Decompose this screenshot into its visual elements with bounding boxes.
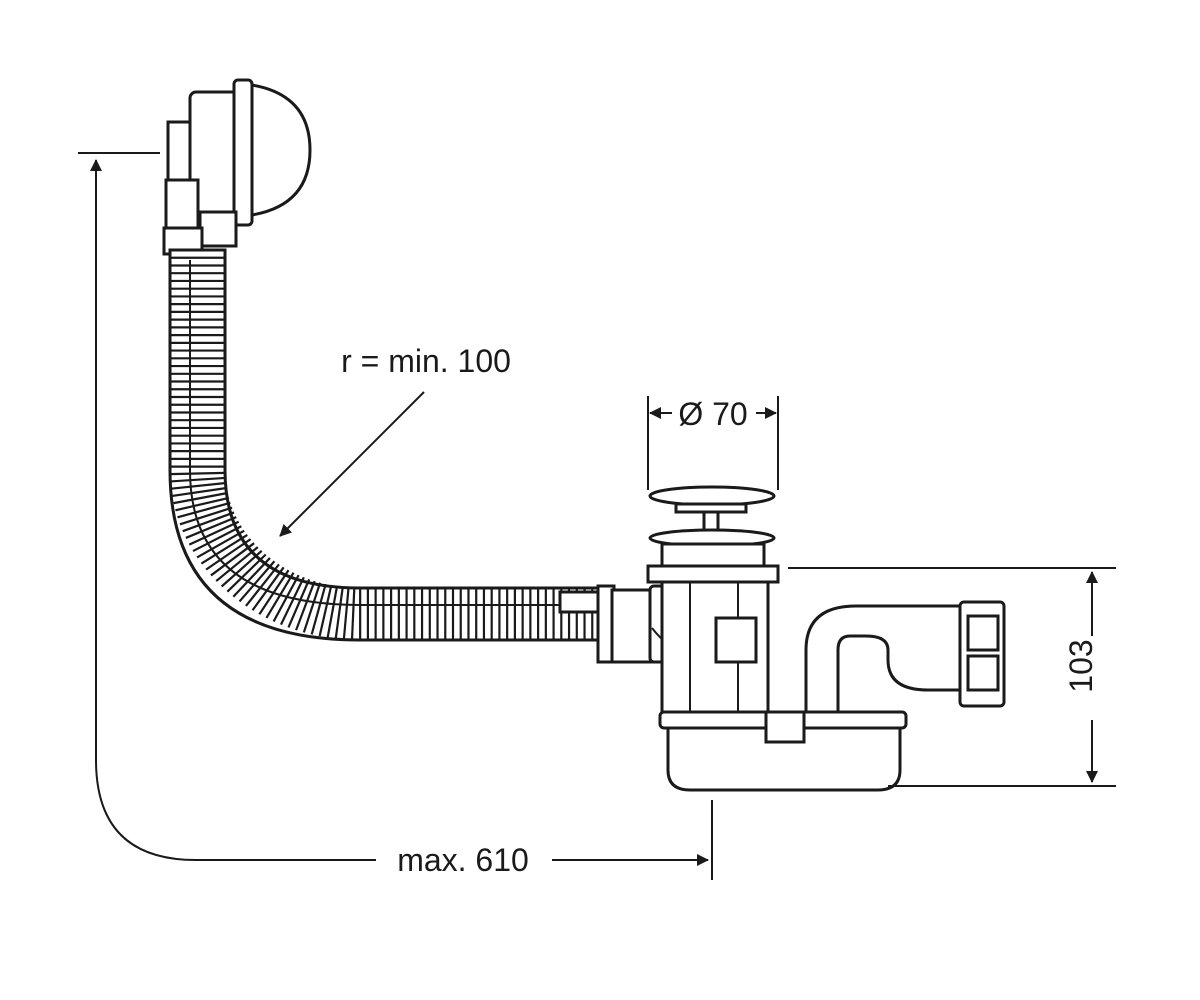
hose-rib [302, 582, 322, 633]
hose-rib [192, 525, 242, 553]
hose-rib [200, 534, 248, 565]
drain-plug [646, 485, 780, 714]
hose-rib [220, 550, 263, 588]
hose-rib [251, 566, 285, 611]
hose-rib [170, 471, 226, 476]
hose-rib [232, 557, 271, 598]
hose-rib [215, 546, 259, 582]
hose-rib [172, 486, 227, 498]
hose-rib [295, 580, 316, 631]
bend-radius-dimension: r = min. 100 [279, 343, 511, 537]
length-label: max. 610 [397, 842, 529, 878]
height-dimension: 103 [788, 567, 1116, 787]
hose-rib [188, 520, 240, 546]
hose-rib [342, 587, 350, 640]
flexible-hose [168, 248, 602, 642]
hose-rib [185, 516, 237, 539]
hose-rib [205, 538, 252, 571]
hose-rib [272, 574, 300, 622]
hose-rib [279, 576, 305, 626]
hose-rib [177, 501, 231, 519]
hose-rib [334, 586, 344, 639]
hose-rib [226, 553, 267, 593]
hose-rib [326, 586, 339, 638]
hose-rib [238, 560, 276, 603]
hose-rib [210, 542, 255, 577]
siphon-trap [658, 600, 1006, 792]
hose-rib [196, 529, 245, 559]
hose-rib [318, 585, 333, 637]
hose-rib [310, 583, 327, 635]
hose-rib [170, 476, 226, 483]
hose-rib [287, 578, 311, 628]
overflow-head [162, 78, 312, 276]
hose-rib [179, 506, 233, 526]
hose-rib [173, 491, 228, 505]
diameter-label: Ø 70 [678, 396, 747, 432]
height-label: 103 [1063, 639, 1099, 692]
hose-rib [350, 587, 356, 640]
hose-rib [245, 563, 280, 607]
diameter-dimension: Ø 70 [647, 396, 779, 490]
length-dimension: max. 610 [78, 152, 713, 880]
hose-rib [175, 496, 230, 512]
hose-rib [171, 481, 226, 490]
hose-rib [182, 511, 235, 533]
bend-radius-label: r = min. 100 [341, 343, 511, 379]
